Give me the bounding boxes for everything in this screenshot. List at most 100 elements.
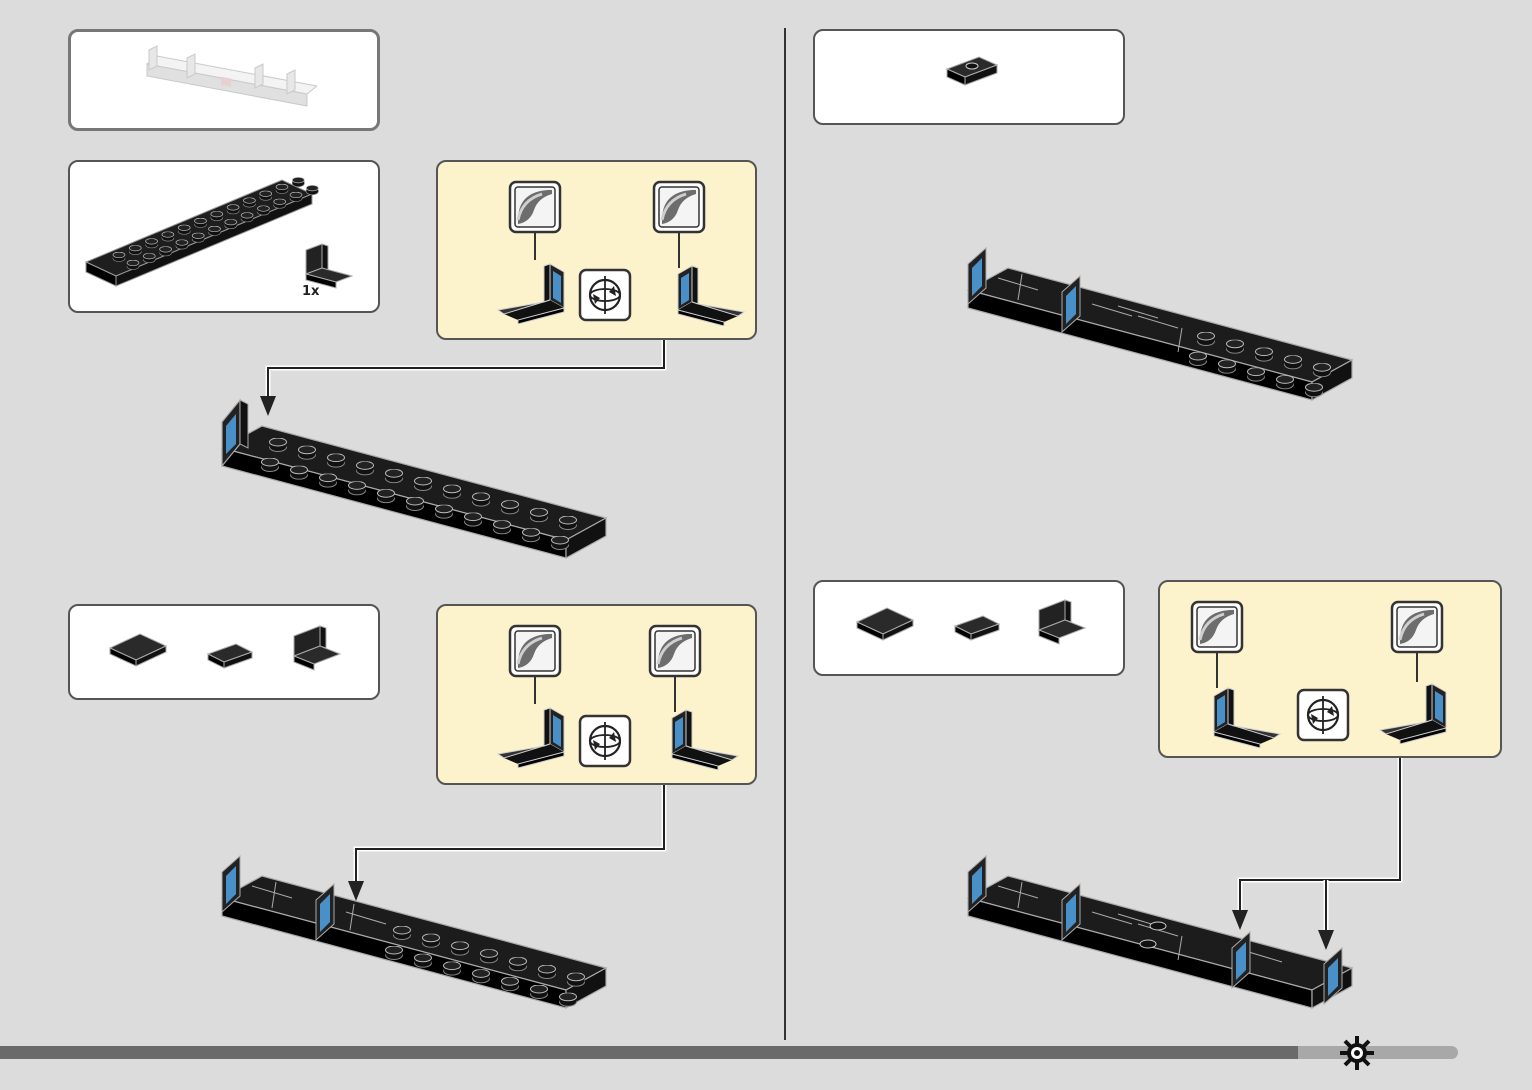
tile-2x2-black-icon	[855, 604, 915, 648]
sticker-icon	[648, 624, 702, 678]
parts-list-box-step-d	[813, 580, 1125, 676]
stud	[394, 926, 411, 940]
sticker-icon	[1190, 600, 1244, 654]
stud	[1227, 340, 1244, 354]
stud	[127, 260, 139, 269]
stud	[510, 957, 527, 971]
stud	[465, 513, 482, 527]
stud	[502, 500, 519, 514]
sticker-icon	[652, 180, 706, 234]
tile-2x2-black-icon	[108, 630, 168, 674]
stud	[320, 474, 337, 488]
bracket-with-sticker-icon	[490, 246, 570, 324]
stud	[162, 232, 174, 241]
stud	[473, 969, 490, 983]
stud	[423, 934, 440, 948]
stud	[494, 520, 511, 534]
sticker-callout-step-d	[1158, 580, 1502, 758]
stud	[274, 199, 286, 208]
stud	[1314, 363, 1331, 377]
stud	[407, 497, 424, 511]
parts-list-box-step-b	[68, 604, 380, 700]
plate-2x12-black-icon	[82, 174, 322, 304]
stud	[436, 505, 453, 519]
stud	[552, 536, 569, 550]
stud	[292, 177, 304, 186]
jumper-plate-1x2-black-icon	[943, 53, 1003, 93]
bracket-with-sticker-icon	[490, 690, 570, 768]
stud	[349, 481, 366, 495]
stud	[160, 247, 172, 256]
stud	[502, 977, 519, 991]
stud	[178, 225, 190, 234]
stud	[473, 493, 490, 507]
stud	[357, 461, 374, 475]
stud	[195, 218, 207, 227]
stud	[415, 477, 432, 491]
bracket-with-sticker-icon	[1208, 670, 1288, 748]
reference-preview-box	[68, 29, 380, 131]
bracket-with-sticker-icon	[672, 248, 752, 326]
step-c-assembly-illustration	[962, 244, 1362, 424]
stud	[225, 219, 237, 228]
stud	[539, 965, 556, 979]
stud	[560, 993, 577, 1007]
stud	[306, 185, 318, 194]
page-divider	[784, 28, 786, 1040]
stud	[146, 239, 158, 248]
stud	[129, 245, 141, 254]
stud	[291, 466, 308, 480]
stud	[270, 438, 287, 452]
stud	[290, 192, 302, 201]
stud	[1277, 375, 1294, 389]
stud	[211, 211, 223, 220]
stud	[192, 233, 204, 242]
stud	[143, 253, 155, 262]
bracket-1x2-black-icon	[1035, 596, 1089, 646]
progress-fill	[0, 1046, 1298, 1059]
stud	[328, 454, 345, 468]
stud	[568, 973, 585, 987]
stud	[531, 985, 548, 999]
stud	[444, 485, 461, 499]
sticker-icon	[508, 180, 562, 234]
stud	[262, 458, 279, 472]
stud	[243, 198, 255, 207]
stud	[386, 946, 403, 960]
tile-1x2-black-icon	[953, 612, 1003, 646]
stud	[1306, 383, 1323, 397]
rotate-icon	[1296, 688, 1350, 742]
rotate-icon	[578, 268, 632, 322]
step-d-assembly-illustration	[962, 852, 1362, 1032]
faded-subassembly-preview-icon	[137, 44, 317, 114]
sticker-icon	[508, 624, 562, 678]
stud	[1198, 332, 1215, 346]
bracket-with-sticker-icon	[666, 692, 746, 770]
stud	[444, 962, 461, 976]
tile-1x2-black-icon	[206, 640, 256, 674]
parts-list-box-step-c	[813, 29, 1125, 125]
stud	[209, 226, 221, 235]
gear-icon	[1338, 1034, 1376, 1072]
stud	[560, 516, 577, 530]
stud	[452, 942, 469, 956]
bracket-with-sticker-icon	[1372, 666, 1452, 744]
stud	[531, 508, 548, 522]
step-b-assembly-illustration	[216, 852, 616, 1032]
stud	[299, 446, 316, 460]
bracket-1x2-black-icon	[290, 622, 344, 672]
stud	[378, 489, 395, 503]
stud	[257, 206, 269, 215]
stud	[523, 528, 540, 542]
part-quantity: 1x	[302, 284, 319, 299]
stud	[1248, 368, 1265, 382]
stud	[415, 954, 432, 968]
stud	[241, 213, 253, 222]
sticker-callout-step-b	[436, 604, 757, 785]
sticker-callout-step-a	[436, 160, 757, 340]
stud	[386, 469, 403, 483]
sticker-icon	[1390, 600, 1444, 654]
parts-list-box-step-a: 1x	[68, 160, 380, 313]
stud	[176, 240, 188, 249]
stud	[1190, 352, 1207, 366]
